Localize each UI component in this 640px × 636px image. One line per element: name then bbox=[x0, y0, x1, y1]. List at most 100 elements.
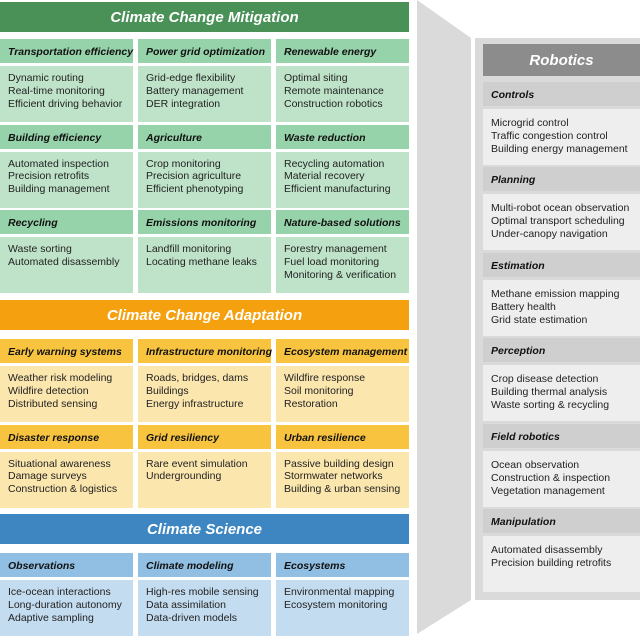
list-item: Stormwater networks bbox=[284, 470, 383, 483]
list-item: Dynamic routing bbox=[8, 72, 84, 84]
list-item: Automated disassembly bbox=[491, 544, 603, 556]
list-item: Microgrid control bbox=[491, 117, 569, 129]
list-item: Grid-edge flexibility bbox=[146, 72, 236, 84]
list-item: Battery management bbox=[146, 84, 244, 97]
list-item: Ocean observation bbox=[491, 459, 580, 471]
list-item: Construction & inspection bbox=[491, 471, 611, 484]
list-item: Rare event simulation bbox=[146, 457, 248, 470]
list-item: Environmental mapping bbox=[284, 586, 395, 598]
list-item: Grid state estimation bbox=[491, 313, 588, 326]
robotics-cell-header: Planning bbox=[483, 167, 640, 191]
list-item: Building energy management bbox=[491, 142, 628, 155]
list-item: Optimal transport scheduling bbox=[491, 214, 625, 227]
adaptation-cell-header: Disaster response bbox=[0, 424, 133, 449]
list-item: Damage surveys bbox=[8, 470, 87, 483]
list-item: Automated disassembly bbox=[8, 255, 120, 268]
list-item: Material recovery bbox=[284, 170, 365, 183]
robotics-title: Robotics bbox=[483, 44, 640, 76]
robotics-cell-header: Estimation bbox=[483, 253, 640, 277]
list-item: Multi-robot ocean observation bbox=[491, 202, 630, 214]
list-item: Building thermal analysis bbox=[491, 385, 608, 398]
mitigation-cell-header: Emissions monitoring bbox=[138, 210, 271, 234]
science-banner: Climate Science bbox=[0, 514, 409, 544]
list-item: Wildfire detection bbox=[8, 384, 89, 397]
mitigation-cell-header: Waste reduction bbox=[276, 124, 409, 149]
science-cell-header: Climate modeling bbox=[138, 553, 271, 577]
mitigation-cell-header: Agriculture bbox=[138, 124, 271, 149]
list-item: Efficient phenotyping bbox=[146, 183, 244, 196]
list-item: Distributed sensing bbox=[8, 397, 98, 410]
list-item: Under-canopy navigation bbox=[491, 227, 608, 240]
mitigation-cell-header: Nature-based solutions bbox=[276, 210, 409, 234]
science-cell-header: Ecosystems bbox=[276, 553, 409, 577]
list-item: Waste sorting bbox=[8, 243, 72, 255]
list-item: Forestry management bbox=[284, 243, 387, 255]
list-item: Efficient driving behavior bbox=[8, 97, 123, 110]
list-item: Landfill monitoring bbox=[146, 243, 232, 255]
list-item: Long-duration autonomy bbox=[8, 598, 122, 611]
list-item: Weather risk modeling bbox=[8, 372, 113, 384]
list-item: Adaptive sampling bbox=[8, 611, 94, 624]
list-item: Precision building retrofits bbox=[491, 556, 612, 569]
mitigation-banner: Climate Change Mitigation bbox=[0, 2, 409, 32]
list-item: Data assimilation bbox=[146, 598, 226, 611]
list-item: Buildings bbox=[146, 384, 189, 397]
list-item: Building management bbox=[8, 183, 110, 196]
robotics-cell-header: Controls bbox=[483, 82, 640, 106]
list-item: Real-time monitoring bbox=[8, 84, 105, 97]
list-item: Crop monitoring bbox=[146, 157, 221, 170]
list-item: DER integration bbox=[146, 97, 221, 110]
list-item: Ice-ocean interactions bbox=[8, 586, 111, 598]
robotics-cell-header: Field robotics bbox=[483, 424, 640, 448]
list-item: Traffic congestion control bbox=[491, 129, 608, 142]
list-item: Ecosystem monitoring bbox=[284, 598, 388, 611]
list-item: Waste sorting & recycling bbox=[491, 398, 610, 411]
list-item: Data-driven models bbox=[146, 611, 238, 624]
adaptation-cell-header: Urban resilience bbox=[276, 424, 409, 449]
list-item: Construction & logistics bbox=[8, 483, 118, 496]
list-item: Efficient manufacturing bbox=[284, 183, 391, 196]
list-item: Recycling automation bbox=[284, 157, 385, 170]
list-item: Precision agriculture bbox=[146, 170, 242, 183]
list-item: Automated inspection bbox=[8, 157, 109, 170]
mitigation-cell-header: Renewable energy bbox=[276, 39, 409, 63]
list-item: Wildfire response bbox=[284, 372, 366, 384]
list-item: Battery health bbox=[491, 300, 556, 313]
adaptation-cell-header: Grid resiliency bbox=[138, 424, 271, 449]
list-item: Optimal siting bbox=[284, 72, 348, 84]
list-item: Locating methane leaks bbox=[146, 255, 257, 268]
list-item: Situational awareness bbox=[8, 457, 111, 470]
list-item: Soil monitoring bbox=[284, 384, 354, 397]
mitigation-cell-header: Building efficiency bbox=[0, 124, 133, 149]
